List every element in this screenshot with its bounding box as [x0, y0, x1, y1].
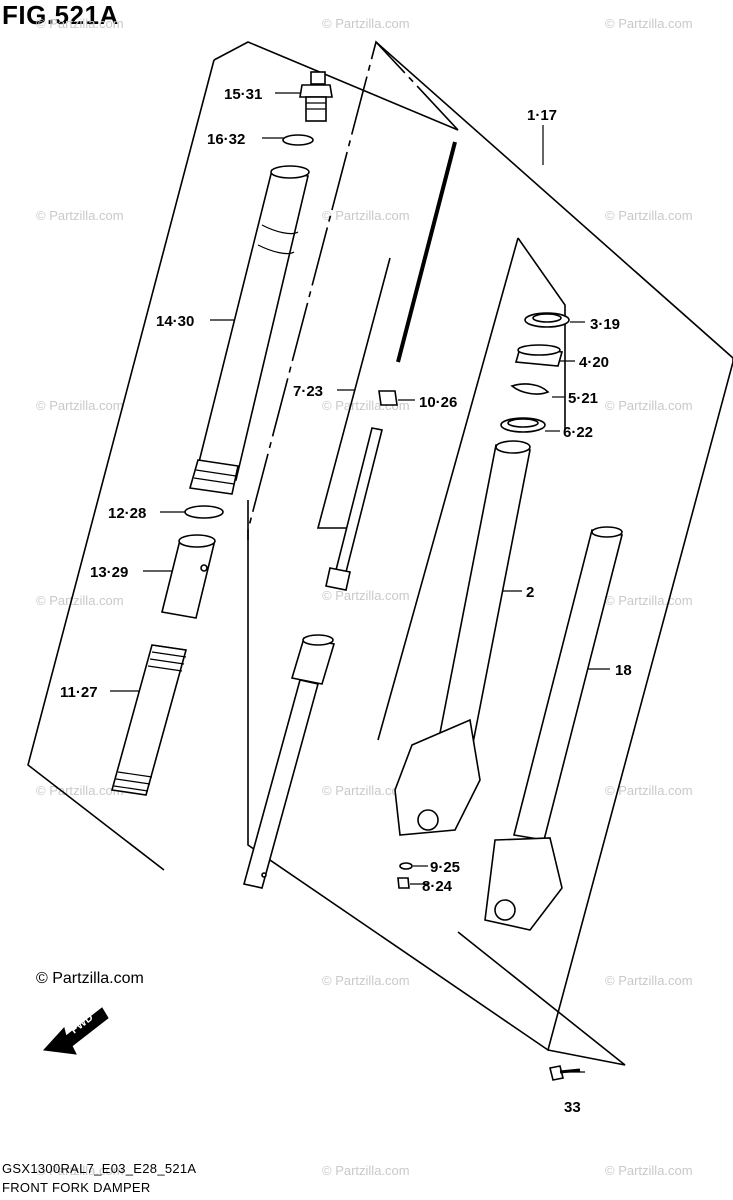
callout-label: 10·26 [419, 394, 457, 411]
figure-title: FIG.521A [2, 0, 119, 30]
callout-label: 2 [526, 584, 534, 601]
watermark: © Partzilla.com [605, 783, 693, 798]
figure-caption: FRONT FORK DAMPER [2, 1180, 151, 1195]
slide-bushing-12 [184, 505, 224, 519]
watermark: © Partzilla.com [605, 1163, 693, 1178]
washer-9 [399, 862, 413, 870]
model-code: GSX1300RAL7_E03_E28_521A [2, 1161, 197, 1176]
assembly-frame-outline-right [457, 931, 626, 1066]
watermark: © Partzilla.com [322, 16, 410, 31]
callout-label: 4·20 [579, 354, 609, 371]
callout-label: 13·29 [90, 564, 128, 581]
callout-label: 18 [615, 662, 632, 679]
watermark: © Partzilla.com [36, 593, 124, 608]
watermark: © Partzilla.com [322, 588, 410, 603]
watermark: © Partzilla.com [36, 1163, 124, 1178]
callout-label: 11·27 [60, 684, 98, 701]
callout-label: 12·28 [108, 505, 146, 522]
o-ring-16 [282, 134, 314, 146]
callout-label: 15·31 [224, 86, 262, 103]
fwd-direction-badge: FWD [42, 1007, 109, 1055]
callout-label: 14·30 [156, 313, 194, 330]
callout-label: 8·24 [422, 878, 453, 895]
watermark: © Partzilla.com [605, 16, 693, 31]
callout-label: 6·22 [563, 424, 593, 441]
inner-tube-2 [394, 440, 531, 836]
callout-label: 16·32 [207, 131, 245, 148]
watermark: © Partzilla.com [605, 973, 693, 988]
damper-rod [243, 141, 457, 889]
watermark-layer: © Partzilla.com © Partzilla.com © Partzi… [36, 16, 693, 1178]
inner-tube-18 [484, 526, 623, 931]
watermark: © Partzilla.com [322, 208, 410, 223]
watermark: © Partzilla.com [36, 398, 124, 413]
watermark: © Partzilla.com [36, 783, 124, 798]
callout-label: 5·21 [568, 390, 598, 407]
outer-tube [188, 165, 310, 495]
left-group-bracket [247, 40, 459, 531]
callout-label: 3·19 [590, 316, 620, 333]
oil-seal-set [500, 312, 570, 433]
fork-cap-adjuster [299, 71, 333, 122]
left-group-frame-lower [27, 59, 215, 871]
nut-10 [378, 390, 398, 406]
watermark: © Partzilla.com [36, 208, 124, 223]
bolt-8 [397, 877, 410, 889]
bolt-33 [549, 1065, 581, 1081]
watermark: © Partzilla.com [605, 398, 693, 413]
copyright-notice: © Partzilla.com [36, 970, 144, 987]
cartridge-bracket [316, 257, 391, 529]
callout-label: 33 [564, 1099, 581, 1116]
right-group-bracket-lower [377, 237, 519, 741]
watermark: © Partzilla.com [36, 16, 124, 31]
collar-13 [161, 534, 216, 619]
watermark: © Partzilla.com [322, 973, 410, 988]
callout-label: 9·25 [430, 859, 460, 876]
watermark: © Partzilla.com [322, 783, 410, 798]
watermark: © Partzilla.com [605, 593, 693, 608]
callout-label: 7·23 [293, 383, 323, 400]
watermark: © Partzilla.com [322, 1163, 410, 1178]
assembly-frame-outline [247, 41, 733, 1052]
left-group-frame [213, 41, 459, 131]
callout-labels: 15·31 16·32 1·17 14·30 3·19 4·20 7·23 10… [60, 86, 632, 1116]
callout-label: 1·17 [527, 107, 557, 124]
watermark: © Partzilla.com [605, 208, 693, 223]
fork-spring [110, 644, 188, 796]
right-group-bracket [517, 237, 566, 430]
